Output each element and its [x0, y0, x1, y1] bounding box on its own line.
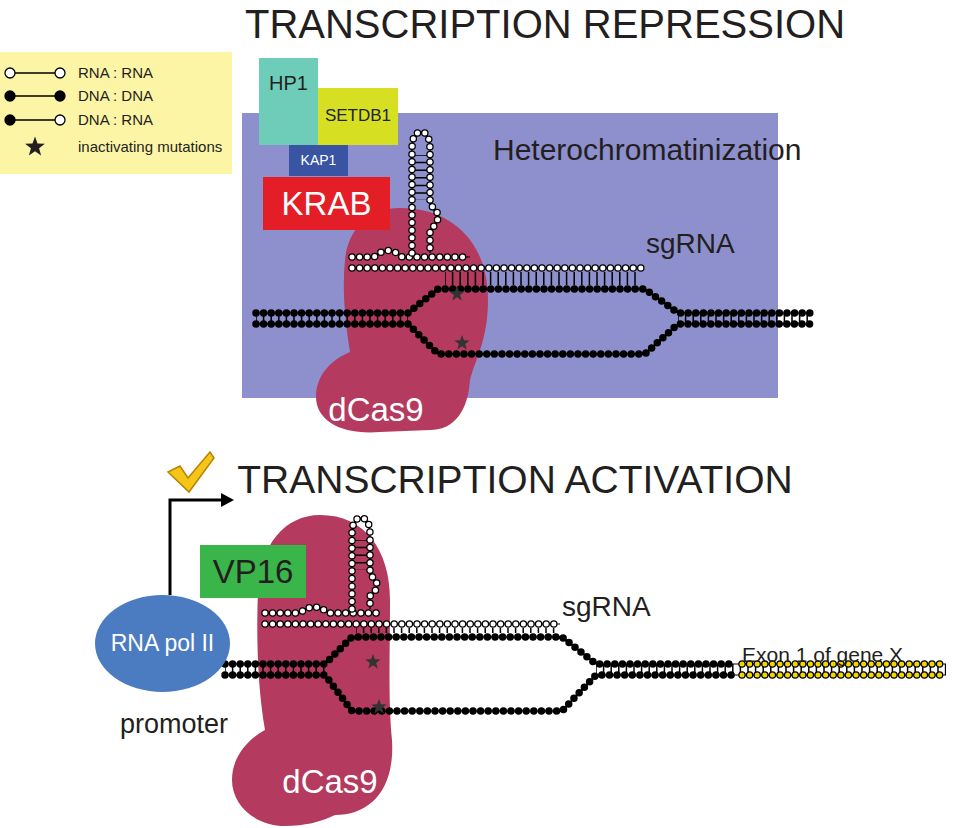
protein-box: VP16: [200, 545, 306, 598]
node-text: dCas9: [316, 392, 436, 428]
node-text: HP1: [259, 72, 318, 94]
star-sample: [25, 137, 45, 156]
sgrna-strand: [265, 620, 560, 628]
base-pairs: [356, 628, 560, 633]
legend-text: DNA : RNA: [78, 111, 153, 129]
rna-sample: [5, 68, 15, 78]
blob-shape: [316, 208, 488, 432]
legend-line: [10, 73, 60, 120]
check-mark: [168, 452, 214, 492]
dna-sample: [55, 91, 65, 101]
protein-ellipse: RNA pol II: [95, 595, 230, 692]
protein-box: HP1: [259, 58, 318, 145]
node-text: KRAB: [263, 185, 390, 221]
protein-box: KRAB: [263, 177, 390, 230]
node-text: dCas9: [270, 764, 390, 800]
sgrna-strand: [265, 622, 560, 627]
rna-sample: [55, 68, 65, 78]
legend-box: RNA : RNA DNA : DNA DNA : RNA inactivating …: [0, 52, 232, 174]
sgrna-strand: [352, 266, 642, 271]
node-text: RNA pol II: [95, 631, 230, 656]
rna-sample: [55, 115, 65, 125]
dna-sample: [5, 115, 15, 125]
exon-label: Exon 1 of gene X: [742, 643, 903, 666]
section-heading: TRANSCRIPTION ACTIVATION: [120, 459, 910, 502]
protein-box: KAP1: [289, 145, 348, 176]
blob-shape: [232, 515, 392, 826]
node-text: Heterochromatinization: [493, 133, 893, 166]
protein-box: SETDB1: [318, 88, 398, 145]
promoter-label: promoter: [120, 710, 228, 740]
node-text: KAP1: [289, 153, 348, 168]
node-text: VP16: [200, 553, 306, 589]
legend-text: RNA : RNA: [78, 64, 153, 82]
ellipse-shape: [95, 595, 230, 692]
dna-sample: [5, 91, 15, 101]
legend-text: DNA : DNA: [78, 87, 153, 105]
arrow-head: [221, 493, 234, 507]
section-heading: TRANSCRIPTION REPRESSION: [150, 2, 940, 46]
legend-text: inactivating mutations: [78, 138, 222, 156]
rna-label: sgRNA: [562, 592, 651, 623]
node-text: SETDB1: [318, 107, 398, 126]
rna-label: sgRNA: [646, 229, 735, 260]
